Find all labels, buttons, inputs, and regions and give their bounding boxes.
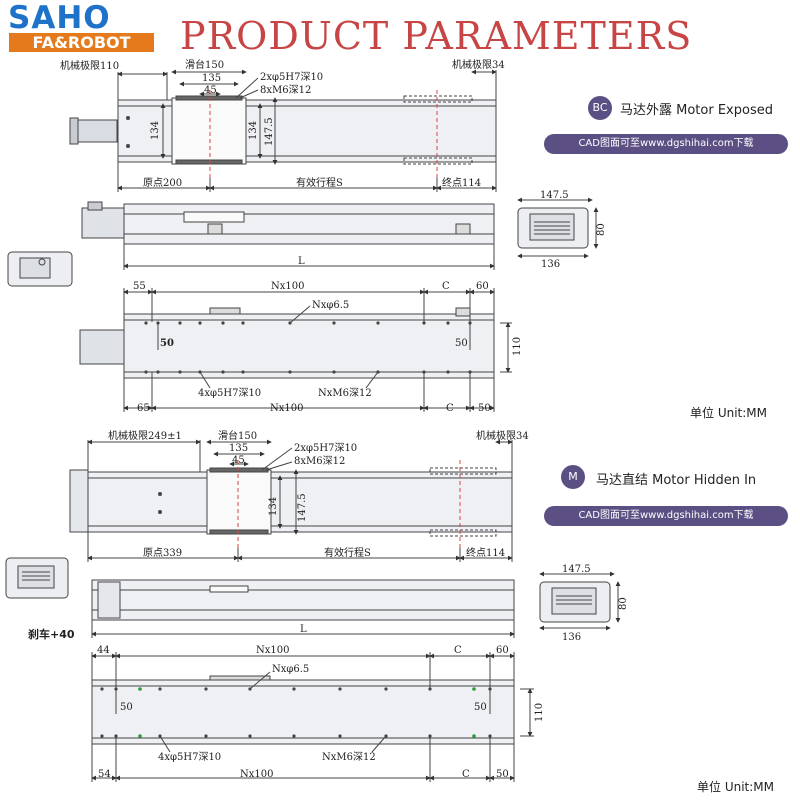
m-dim-135: 135 — [229, 443, 248, 454]
m-origin: 原点339 — [143, 547, 182, 559]
bc-end: 终点114 — [442, 176, 481, 189]
m-height-134: 134 — [268, 497, 279, 516]
m-c-bottom: C — [462, 769, 470, 780]
bc-bottom-view — [79, 288, 512, 412]
bc-height-110: 110 — [512, 337, 523, 356]
bc-top-view — [69, 69, 497, 192]
bc-top-labels: 机械极限110 滑台150 135 45 2xφ5H7深10 8xM6深12 机… — [60, 58, 505, 189]
bc-origin: 原点200 — [143, 177, 182, 189]
bc-end-height: 80 — [596, 223, 607, 236]
m-inner-left: 50 — [120, 702, 133, 713]
bc-height-134-a: 134 — [150, 121, 161, 140]
m-hole-note-2: 8xM6深12 — [294, 455, 345, 467]
m-left-top: 44 — [97, 645, 110, 656]
m-hole-bottom-1: 4xφ5H7深10 — [158, 751, 221, 763]
m-hole-top: Nxφ6.5 — [272, 664, 309, 675]
bc-left-top: 55 — [133, 281, 146, 292]
m-slide-label: 滑台150 — [218, 429, 257, 442]
bc-right-top: 60 — [476, 281, 489, 292]
logo-fa-robot: FA&ROBOT — [9, 33, 154, 52]
m-hole-note-1: 2xφ5H7深10 — [294, 442, 357, 454]
motor-flange — [69, 117, 79, 145]
bc-bottom-labels: 55 Nx100 C 60 Nxφ6.5 50 50 110 4xφ5H7深10… — [133, 281, 523, 414]
bc-right-limit: 机械极限34 — [452, 58, 505, 71]
bc-side-view — [7, 197, 599, 287]
badge-bc: BC — [588, 96, 612, 120]
bc-end-width: 147.5 — [540, 190, 569, 201]
m-end: 终点114 — [466, 546, 505, 559]
bc-stroke: 有效行程S — [296, 176, 343, 189]
m-c-top: C — [454, 645, 462, 656]
m-side-view — [5, 557, 621, 638]
bc-pitch-bottom: Nx100 — [270, 403, 303, 414]
m-end-bottom: 136 — [562, 632, 581, 643]
cad-download-link-m[interactable]: CAD图面可至www.dgshihai.com下载 — [544, 506, 788, 526]
m-left-bottom: 54 — [98, 769, 111, 780]
unit-label-bc: 单位 Unit:MM — [690, 406, 767, 420]
m-right-limit: 机械极限34 — [476, 429, 529, 442]
m-end-height: 80 — [618, 597, 629, 610]
m-right-bottom: 50 — [496, 769, 509, 780]
bc-right-bottom: 50 — [478, 403, 491, 414]
mode-label-motor-exposed: 马达外露 Motor Exposed — [620, 103, 773, 118]
motor-block — [74, 119, 118, 143]
m-height-147: 147.5 — [297, 493, 308, 522]
bc-pitch-top: Nx100 — [271, 281, 304, 292]
m-right-top: 60 — [496, 645, 509, 656]
logo-saho: SAHO — [8, 0, 111, 36]
bc-c-top: C — [442, 281, 450, 292]
bc-hole-note-2: 8xM6深12 — [260, 84, 311, 96]
bc-length: L — [298, 256, 305, 267]
bc-c-bottom: C — [446, 403, 454, 414]
m-top-labels: 机械极限249±1 滑台150 135 45 2xφ5H7深10 8xM6深12… — [108, 429, 529, 559]
m-bottom-labels: 44 Nx100 C 60 Nxφ6.5 50 50 110 4xφ5H7深10… — [97, 645, 545, 780]
m-left-limit: 机械极限249±1 — [108, 429, 182, 442]
bc-height-147: 147.5 — [264, 117, 275, 146]
m-stroke: 有效行程S — [324, 546, 371, 559]
m-bottom-view — [91, 652, 534, 782]
page-title: PRODUCT PARAMETERS — [180, 14, 693, 58]
m-end-width: 147.5 — [562, 564, 591, 575]
m-top-view — [69, 439, 513, 562]
bc-height-134-b: 134 — [248, 121, 259, 140]
bc-dim-45: 45 — [204, 85, 217, 96]
m-pitch-bottom: Nx100 — [240, 769, 273, 780]
bc-left-limit: 机械极限110 — [60, 59, 119, 72]
m-pitch-top: Nx100 — [256, 645, 289, 656]
m-hole-bottom-2: NxM6深12 — [322, 751, 376, 763]
bc-side-labels: L 147.5 80 136 — [298, 190, 607, 270]
bc-hole-bottom-1: 4xφ5H7深10 — [198, 387, 261, 399]
m-inner-right: 50 — [474, 702, 487, 713]
badge-m: M — [561, 465, 585, 489]
bc-inner-left: 50 — [160, 338, 174, 349]
bc-hole-bottom-2: NxM6深12 — [318, 387, 372, 399]
bc-dim-135: 135 — [202, 73, 221, 84]
slide-table — [171, 97, 247, 165]
brake-note: 刹车+40 — [28, 628, 75, 641]
cad-download-link-bc[interactable]: CAD图面可至www.dgshihai.com下载 — [544, 134, 788, 154]
bc-left-bottom: 65 — [137, 403, 150, 414]
m-height-110: 110 — [534, 703, 545, 722]
bc-inner-right: 50 — [455, 338, 468, 349]
unit-label-m: 单位 Unit:MM — [697, 780, 774, 794]
mode-label-motor-hidden: 马达直结 Motor Hidden In — [596, 473, 757, 488]
m-dim-45: 45 — [232, 455, 245, 466]
bc-slide-label: 滑台150 — [185, 58, 224, 71]
m-side-labels: L 147.5 80 136 — [300, 564, 629, 643]
header: SAHO FA&ROBOT PRODUCT PARAMETERS — [0, 0, 800, 62]
bc-end-bottom: 136 — [541, 259, 560, 270]
m-length: L — [300, 624, 307, 635]
bc-hole-note-1: 2xφ5H7深10 — [260, 71, 323, 83]
bc-hole-top: Nxφ6.5 — [312, 300, 349, 311]
